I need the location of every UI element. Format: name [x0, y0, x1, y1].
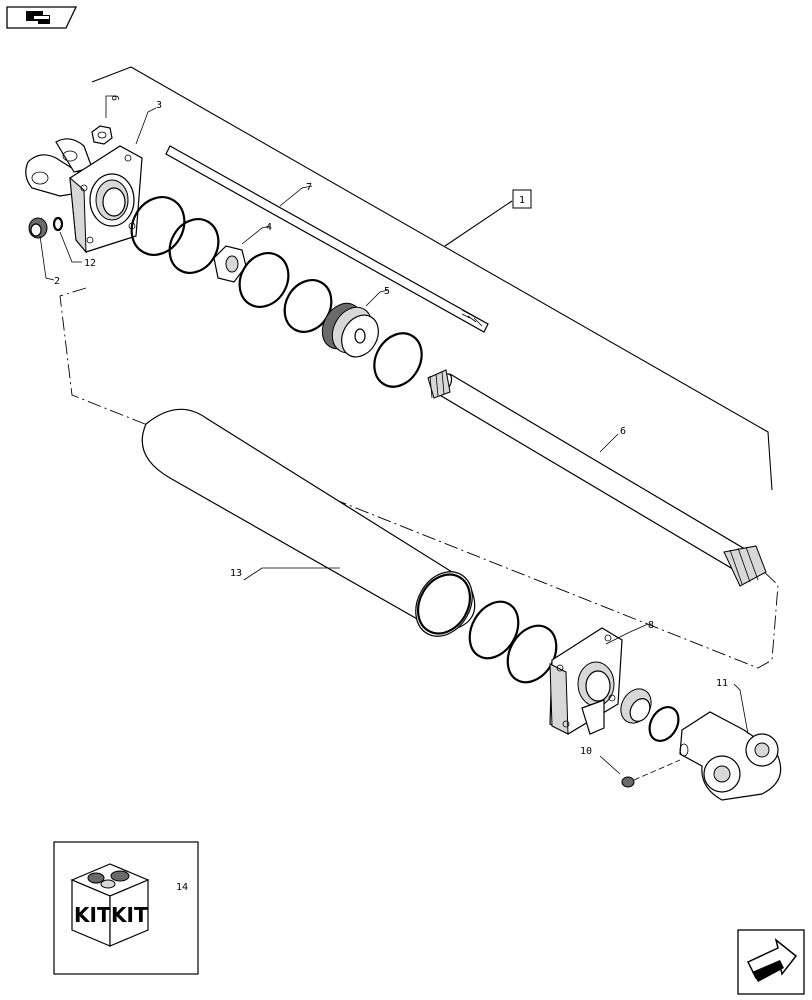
svg-text:2: 2 [54, 276, 60, 287]
assembly-path-line [59, 287, 779, 669]
part-label-5: 5 [384, 286, 390, 297]
svg-text:13: 13 [230, 568, 242, 579]
washer-12 [52, 216, 64, 232]
part-label-3: 3 [156, 100, 162, 111]
assembly-bracket [91, 66, 773, 491]
grease-fitting-10 [621, 759, 681, 788]
o-ring-piston [373, 332, 423, 388]
svg-text:KIT: KIT [74, 903, 111, 927]
tie-rod-7 [165, 145, 489, 333]
o-ring-mid-a [238, 252, 290, 308]
svg-text:KIT: KIT [111, 903, 148, 927]
part-label-8: 8 [648, 620, 654, 631]
part-label-12: 12 [84, 258, 96, 269]
part-label-13: 13 [230, 568, 242, 579]
fitting-2 [28, 217, 48, 239]
kit-panel: KIT KIT 14 [53, 841, 199, 975]
piston-rod-6 [427, 369, 767, 587]
piston-5 [321, 302, 379, 358]
rod-end-cap-8 [549, 627, 623, 735]
back-nav-button[interactable] [6, 6, 78, 29]
svg-text:3: 3 [156, 100, 162, 111]
svg-text:8: 8 [648, 620, 654, 631]
barrel-tube-13 [141, 408, 476, 637]
part-label-10: 10 [580, 746, 592, 757]
back-arrow-icon [26, 11, 50, 24]
part-label-14: 14 [176, 882, 188, 893]
svg-text:12: 12 [84, 258, 96, 269]
svg-text:7: 7 [306, 182, 312, 193]
hex-nut-9 [91, 125, 113, 145]
part-label-9: 9 [111, 95, 122, 101]
o-ring-left-a [130, 196, 186, 256]
svg-text:6: 6 [620, 426, 626, 437]
hex-nut-4 [213, 245, 247, 283]
head-end-cap [25, 138, 143, 254]
part-label-7: 7 [306, 182, 312, 193]
rod-seal [648, 706, 680, 742]
assembly-label-box: 1 [512, 189, 532, 209]
svg-text:11: 11 [716, 678, 728, 689]
rod-bushing [620, 688, 652, 724]
part-label-2: 2 [54, 276, 60, 287]
svg-text:10: 10 [580, 746, 592, 757]
part-label-4: 4 [266, 222, 272, 233]
clevis-11 [679, 711, 782, 801]
part-label-11: 11 [716, 678, 728, 689]
svg-text:4: 4 [266, 222, 272, 233]
svg-text:14: 14 [176, 882, 188, 893]
svg-text:5: 5 [384, 286, 390, 297]
svg-text:1: 1 [519, 195, 525, 206]
next-page-button[interactable] [737, 929, 805, 995]
part-label-6: 6 [620, 426, 626, 437]
kit-box-icon: KIT KIT [70, 863, 150, 947]
next-page-arrow-icon [746, 938, 798, 982]
svg-text:9: 9 [111, 95, 122, 101]
